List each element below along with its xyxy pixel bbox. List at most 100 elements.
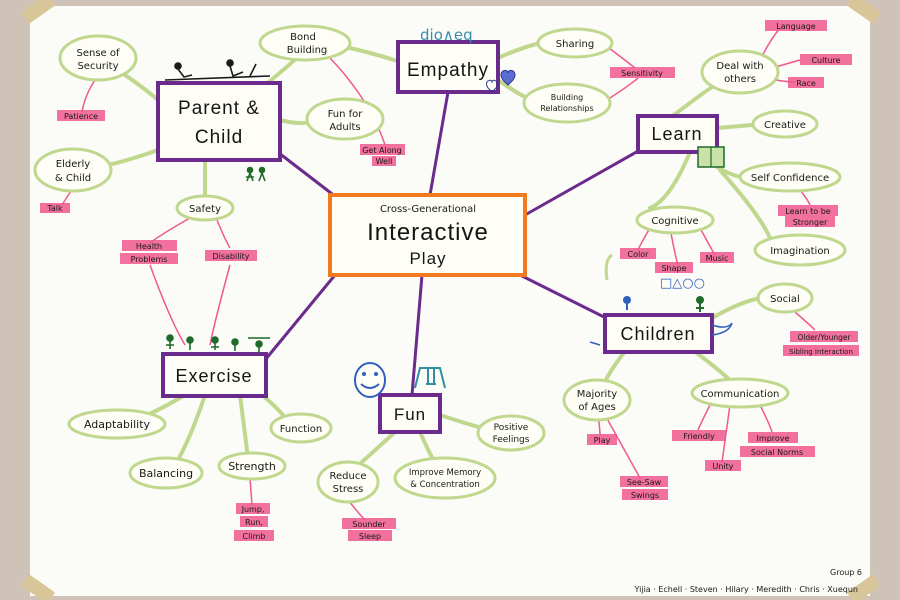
oval-labels: Sense of Security Bond Building Fun for … (55, 32, 830, 495)
pink-line-disability-exercise (209, 264, 231, 346)
tag-friendly: Friendly (683, 432, 715, 441)
tag-get-along-2-bg (372, 156, 396, 166)
tag-learn-stronger-2-bg (785, 216, 835, 227)
tag-music-bg (700, 252, 734, 263)
branch-imagination (718, 168, 772, 240)
connector-fun (410, 274, 424, 396)
label-sharing: Sharing (556, 39, 594, 50)
label-building-rel-1: Building (551, 93, 583, 102)
hub-boxes (156, 40, 719, 434)
label-communication: Communication (701, 389, 780, 400)
tag-music: Music (706, 254, 729, 263)
elderly-child-icon (246, 166, 266, 182)
shape-marks-icon: □△○○ (660, 276, 705, 291)
tag-color: Color (628, 250, 650, 259)
tag-talk-bg (40, 203, 70, 213)
footer-group: Group 6 (830, 568, 862, 577)
label-bond-1: Bond (290, 32, 316, 43)
label-sense-security-2: Security (77, 61, 118, 72)
hub-learn-label: Learn (651, 124, 702, 144)
tape-top-right (846, 0, 882, 24)
hub-parent-child-label-2: Child (195, 127, 243, 148)
tag-see-saw-1: See-Saw (627, 478, 662, 487)
branch-creative (715, 123, 754, 130)
family-figures-icon (164, 59, 271, 81)
label-elderly-1: Elderly (56, 159, 90, 170)
label-positive-2: Feelings (493, 435, 530, 445)
tag-improve-social-2: Social Norms (751, 448, 803, 457)
label-fun-adults-2: Adults (329, 122, 360, 133)
tag-race-bg (788, 77, 824, 88)
hub-children-label: Children (620, 324, 695, 344)
book-icon (697, 146, 725, 168)
tag-improve-social-1: Improve (757, 434, 790, 443)
tag-unity-bg (705, 460, 741, 471)
label-imagination: Imagination (770, 246, 830, 257)
pink-line-see-saw (604, 414, 641, 479)
pink-line-patience (81, 79, 96, 113)
tag-improve-social-2-bg (740, 446, 815, 457)
pink-line-jump (249, 477, 253, 506)
label-majority-2: of Ages (578, 402, 615, 413)
tag-older-younger-2-bg (783, 345, 859, 356)
label-sense-security-1: Sense of (76, 48, 119, 59)
connector-exercise (263, 274, 337, 361)
tag-highlights (40, 20, 859, 541)
tag-health-1-bg (122, 240, 177, 251)
pink-line-older-younger (794, 311, 816, 331)
hub-children-box (603, 313, 714, 354)
connector-empathy (428, 91, 450, 196)
tag-disability-bg (205, 250, 257, 261)
tag-shape: Shape (661, 264, 686, 273)
oval-safety (175, 194, 235, 222)
hub-exercise-label: Exercise (175, 366, 252, 386)
connector-children (519, 273, 611, 322)
label-strength: Strength (228, 460, 276, 473)
oval-reduce-stress (316, 460, 380, 504)
tape-bottom-right (846, 574, 882, 600)
oval-positive-feelings (476, 414, 546, 452)
tag-sounder-1: Sounder (352, 520, 386, 529)
tag-run: Run, (245, 518, 263, 527)
label-improve-memory-2: & Concentration (410, 480, 479, 490)
tag-labels: Patience Talk Health Problems Disability… (46, 22, 853, 541)
tag-older-younger-2: Sibling Interaction (789, 348, 853, 356)
footer-names: Yijia · Echell · Steven · Hilary · Mered… (634, 585, 858, 594)
tag-language: Language (776, 22, 816, 31)
oval-communication (690, 377, 790, 409)
tag-learn-stronger-1: Learn to be (785, 207, 831, 216)
branch-elderly-child (106, 148, 160, 167)
tag-race: Race (796, 79, 816, 88)
tag-friendly-bg (672, 430, 726, 441)
tag-improve-social-1-bg (748, 432, 798, 443)
label-cognitive: Cognitive (651, 216, 698, 227)
label-creative: Creative (764, 120, 806, 131)
tag-sounder-2: Sleep (359, 532, 381, 541)
label-deal-2: others (724, 74, 756, 85)
oval-self-confidence (738, 161, 842, 193)
small-heart-icon (486, 79, 498, 93)
oval-creative (751, 109, 819, 139)
tag-run-bg (240, 516, 268, 527)
cognitive-curve (604, 253, 613, 281)
central-subtitle: Cross-Generational (380, 204, 476, 215)
oval-function (269, 412, 333, 444)
tag-health-2: Problems (131, 255, 168, 264)
oval-elderly-child (33, 147, 113, 193)
oval-sense-security (58, 34, 138, 82)
tag-culture: Culture (811, 56, 840, 65)
tape-bottom-left (20, 574, 56, 600)
label-self-confidence: Self Confidence (751, 173, 829, 184)
smiley-face-icon (354, 362, 386, 398)
oval-bond-building (258, 24, 352, 62)
tag-get-along-1: Get Along (362, 146, 402, 155)
tag-health-1: Health (136, 242, 162, 251)
tag-shape-bg (655, 262, 693, 273)
label-reduce-1: Reduce (330, 471, 367, 482)
hub-connectors (263, 91, 641, 396)
oval-deal-with-others (700, 49, 780, 95)
tag-see-saw-2-bg (622, 489, 668, 500)
children-kids-icon (589, 296, 733, 346)
tag-health-2-bg (120, 253, 178, 264)
